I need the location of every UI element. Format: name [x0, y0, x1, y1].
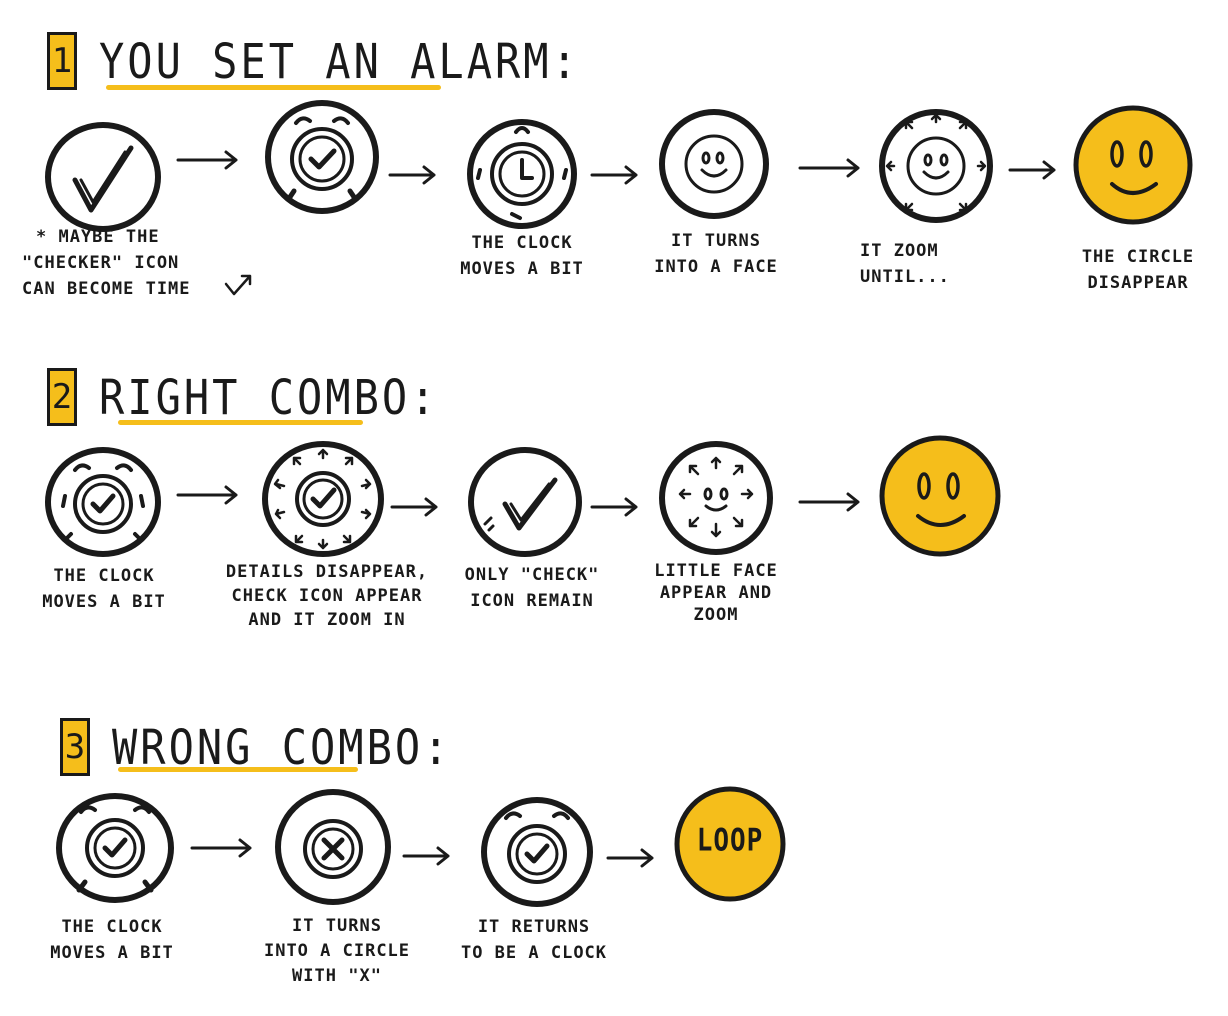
check-circle-icon	[468, 447, 582, 557]
flow-arrow-icon	[590, 497, 638, 517]
section-1-title: 1 YOU SET AN ALARM:	[47, 32, 580, 90]
flow-arrow-icon	[176, 150, 238, 170]
title-underline	[106, 85, 441, 90]
title-underline	[118, 767, 358, 772]
step-caption: LITTLE FACE APPEAR AND ZOOM	[654, 561, 778, 625]
flow-arrow-icon	[388, 165, 436, 185]
flow-arrow-icon	[798, 158, 860, 178]
step-caption: IT ZOOM UNTIL...	[860, 241, 950, 287]
alarm-clock-check-icon	[56, 793, 174, 903]
step-caption: THE CLOCK MOVES A BIT	[460, 233, 584, 279]
yellow-smiley-icon	[1073, 105, 1193, 225]
step-caption: ONLY "CHECK" ICON REMAIN	[464, 565, 600, 611]
smiley-face-circle-icon	[659, 109, 769, 219]
loop-badge-icon: LOOP	[674, 786, 786, 902]
zooming-face-icon	[659, 441, 773, 555]
flow-arrow-icon	[176, 485, 238, 505]
section-heading: YOU SET AN ALARM:	[99, 32, 580, 90]
section-2-title: 2 RIGHT COMBO:	[47, 368, 438, 426]
flow-arrow-icon	[190, 838, 252, 858]
alarm-clock-check-icon	[45, 447, 161, 557]
step-caption: * MAYBE THE "CHECKER" ICON CAN BECOME TI…	[22, 227, 191, 299]
alarm-clock-check-icon	[481, 797, 593, 907]
step-caption: DETAILS DISAPPEAR, CHECK ICON APPEAR AND…	[225, 562, 429, 630]
step-caption: THE CIRCLE DISAPPEAR	[1081, 247, 1195, 293]
section-number-badge: 2	[47, 368, 77, 426]
step-caption: IT TURNS INTO A CIRCLE WITH "X"	[263, 916, 411, 986]
section-number-badge: 1	[47, 32, 77, 90]
flow-arrow-icon	[590, 165, 638, 185]
flow-arrow-icon	[390, 497, 438, 517]
check-circle-icon	[45, 122, 161, 232]
section-heading: WRONG COMBO:	[112, 718, 452, 776]
flow-arrow-icon	[798, 492, 860, 512]
zooming-check-icon	[262, 441, 384, 557]
loop-label: LOOP	[696, 823, 764, 859]
step-caption: THE CLOCK MOVES A BIT	[42, 566, 166, 612]
title-underline	[118, 420, 363, 425]
flow-arrow-icon	[1008, 160, 1056, 180]
alarm-clock-icon	[467, 119, 577, 229]
alarm-clock-check-icon	[265, 100, 379, 214]
step-caption: THE CLOCK MOVES A BIT	[50, 917, 174, 963]
loop-badge-circle	[674, 786, 786, 902]
x-circle-icon	[275, 789, 391, 905]
small-check-arrow-icon	[224, 274, 252, 296]
section-heading: RIGHT COMBO:	[99, 368, 439, 426]
flow-arrow-icon	[402, 846, 450, 866]
section-number-badge: 3	[60, 718, 90, 776]
section-3-title: 3 WRONG COMBO:	[60, 718, 451, 776]
zooming-face-icon	[879, 109, 993, 223]
flow-arrow-icon	[606, 848, 654, 868]
step-caption: IT TURNS INTO A FACE	[654, 231, 778, 277]
yellow-smiley-icon	[879, 435, 1001, 557]
step-caption: IT RETURNS TO BE A CLOCK	[460, 917, 608, 963]
